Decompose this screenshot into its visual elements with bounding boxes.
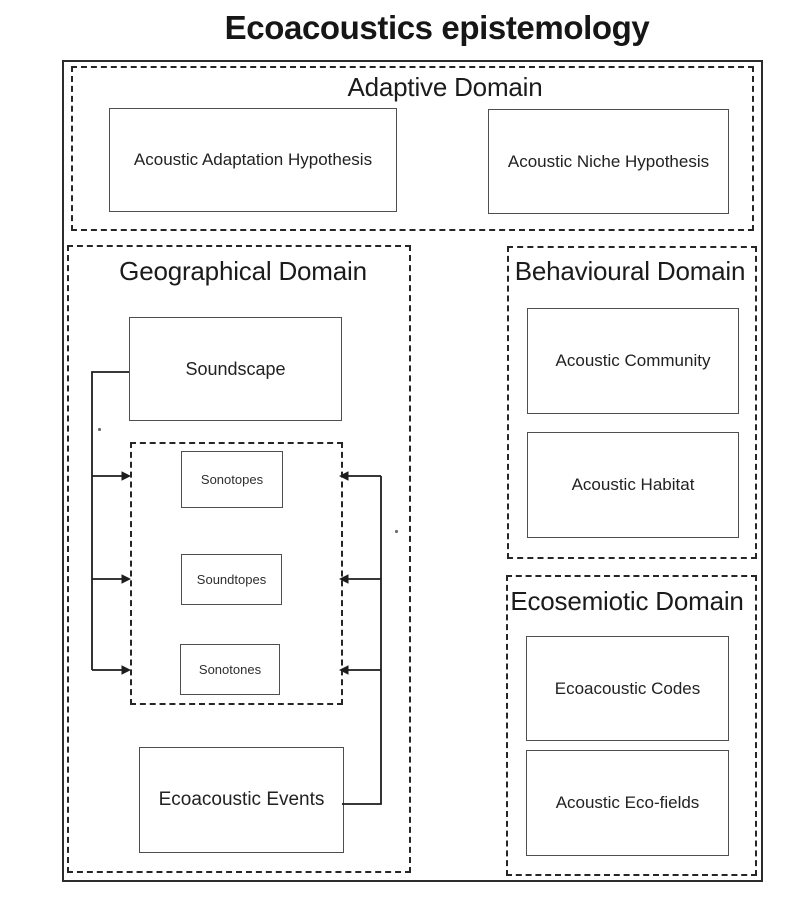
geographical-domain-title: Geographical Domain — [119, 256, 367, 286]
node-label: Acoustic Habitat — [571, 475, 695, 494]
node-label: Acoustic Niche Hypothesis — [507, 151, 710, 171]
adaptive-domain-frame — [71, 66, 754, 231]
geographical-domain-frame — [67, 245, 411, 873]
node-sonotones: Sonotones — [180, 644, 280, 695]
behavioural-domain-title: Behavioural Domain — [514, 256, 746, 286]
node-label: Sonotones — [198, 662, 262, 677]
node-acoustic-habitat: Acoustic Habitat — [527, 432, 739, 538]
node-label: Ecoacoustic Events — [158, 789, 325, 810]
node-acoustic-adaptation-hypothesis: Acoustic Adaptation Hypothesis — [109, 108, 397, 212]
node-soundscape: Soundscape — [129, 317, 342, 421]
node-ecoacoustic-codes: Ecoacoustic Codes — [526, 636, 729, 741]
node-label: Acoustic Eco-fields — [555, 793, 700, 812]
scan-speck — [395, 530, 398, 533]
outer-frame — [62, 60, 763, 882]
node-sonotopes: Sonotopes — [181, 451, 283, 508]
node-label: Ecoacoustic Codes — [554, 678, 701, 698]
ecosemiotic-domain-frame — [506, 575, 757, 876]
node-label: Sonotopes — [200, 472, 264, 487]
scan-speck — [98, 428, 101, 431]
node-label: Acoustic Adaptation Hypothesis — [133, 150, 373, 169]
node-label: Soundscape — [185, 358, 286, 379]
node-acoustic-community: Acoustic Community — [527, 308, 739, 414]
node-acoustic-eco-fields: Acoustic Eco-fields — [526, 750, 729, 856]
ecosemiotic-domain-title: Ecosemiotic Domain — [510, 586, 744, 616]
adaptive-domain-title: Adaptive Domain — [347, 72, 543, 102]
node-ecoacoustic-events: Ecoacoustic Events — [139, 747, 344, 853]
node-label: Soundtopes — [196, 572, 267, 587]
behavioural-domain-frame — [507, 246, 757, 559]
node-soundtopes: Soundtopes — [181, 554, 282, 605]
node-acoustic-niche-hypothesis: Acoustic Niche Hypothesis — [488, 109, 729, 214]
node-label: Acoustic Community — [555, 351, 711, 370]
figure-title: Ecoacoustics epistemology — [224, 9, 650, 46]
